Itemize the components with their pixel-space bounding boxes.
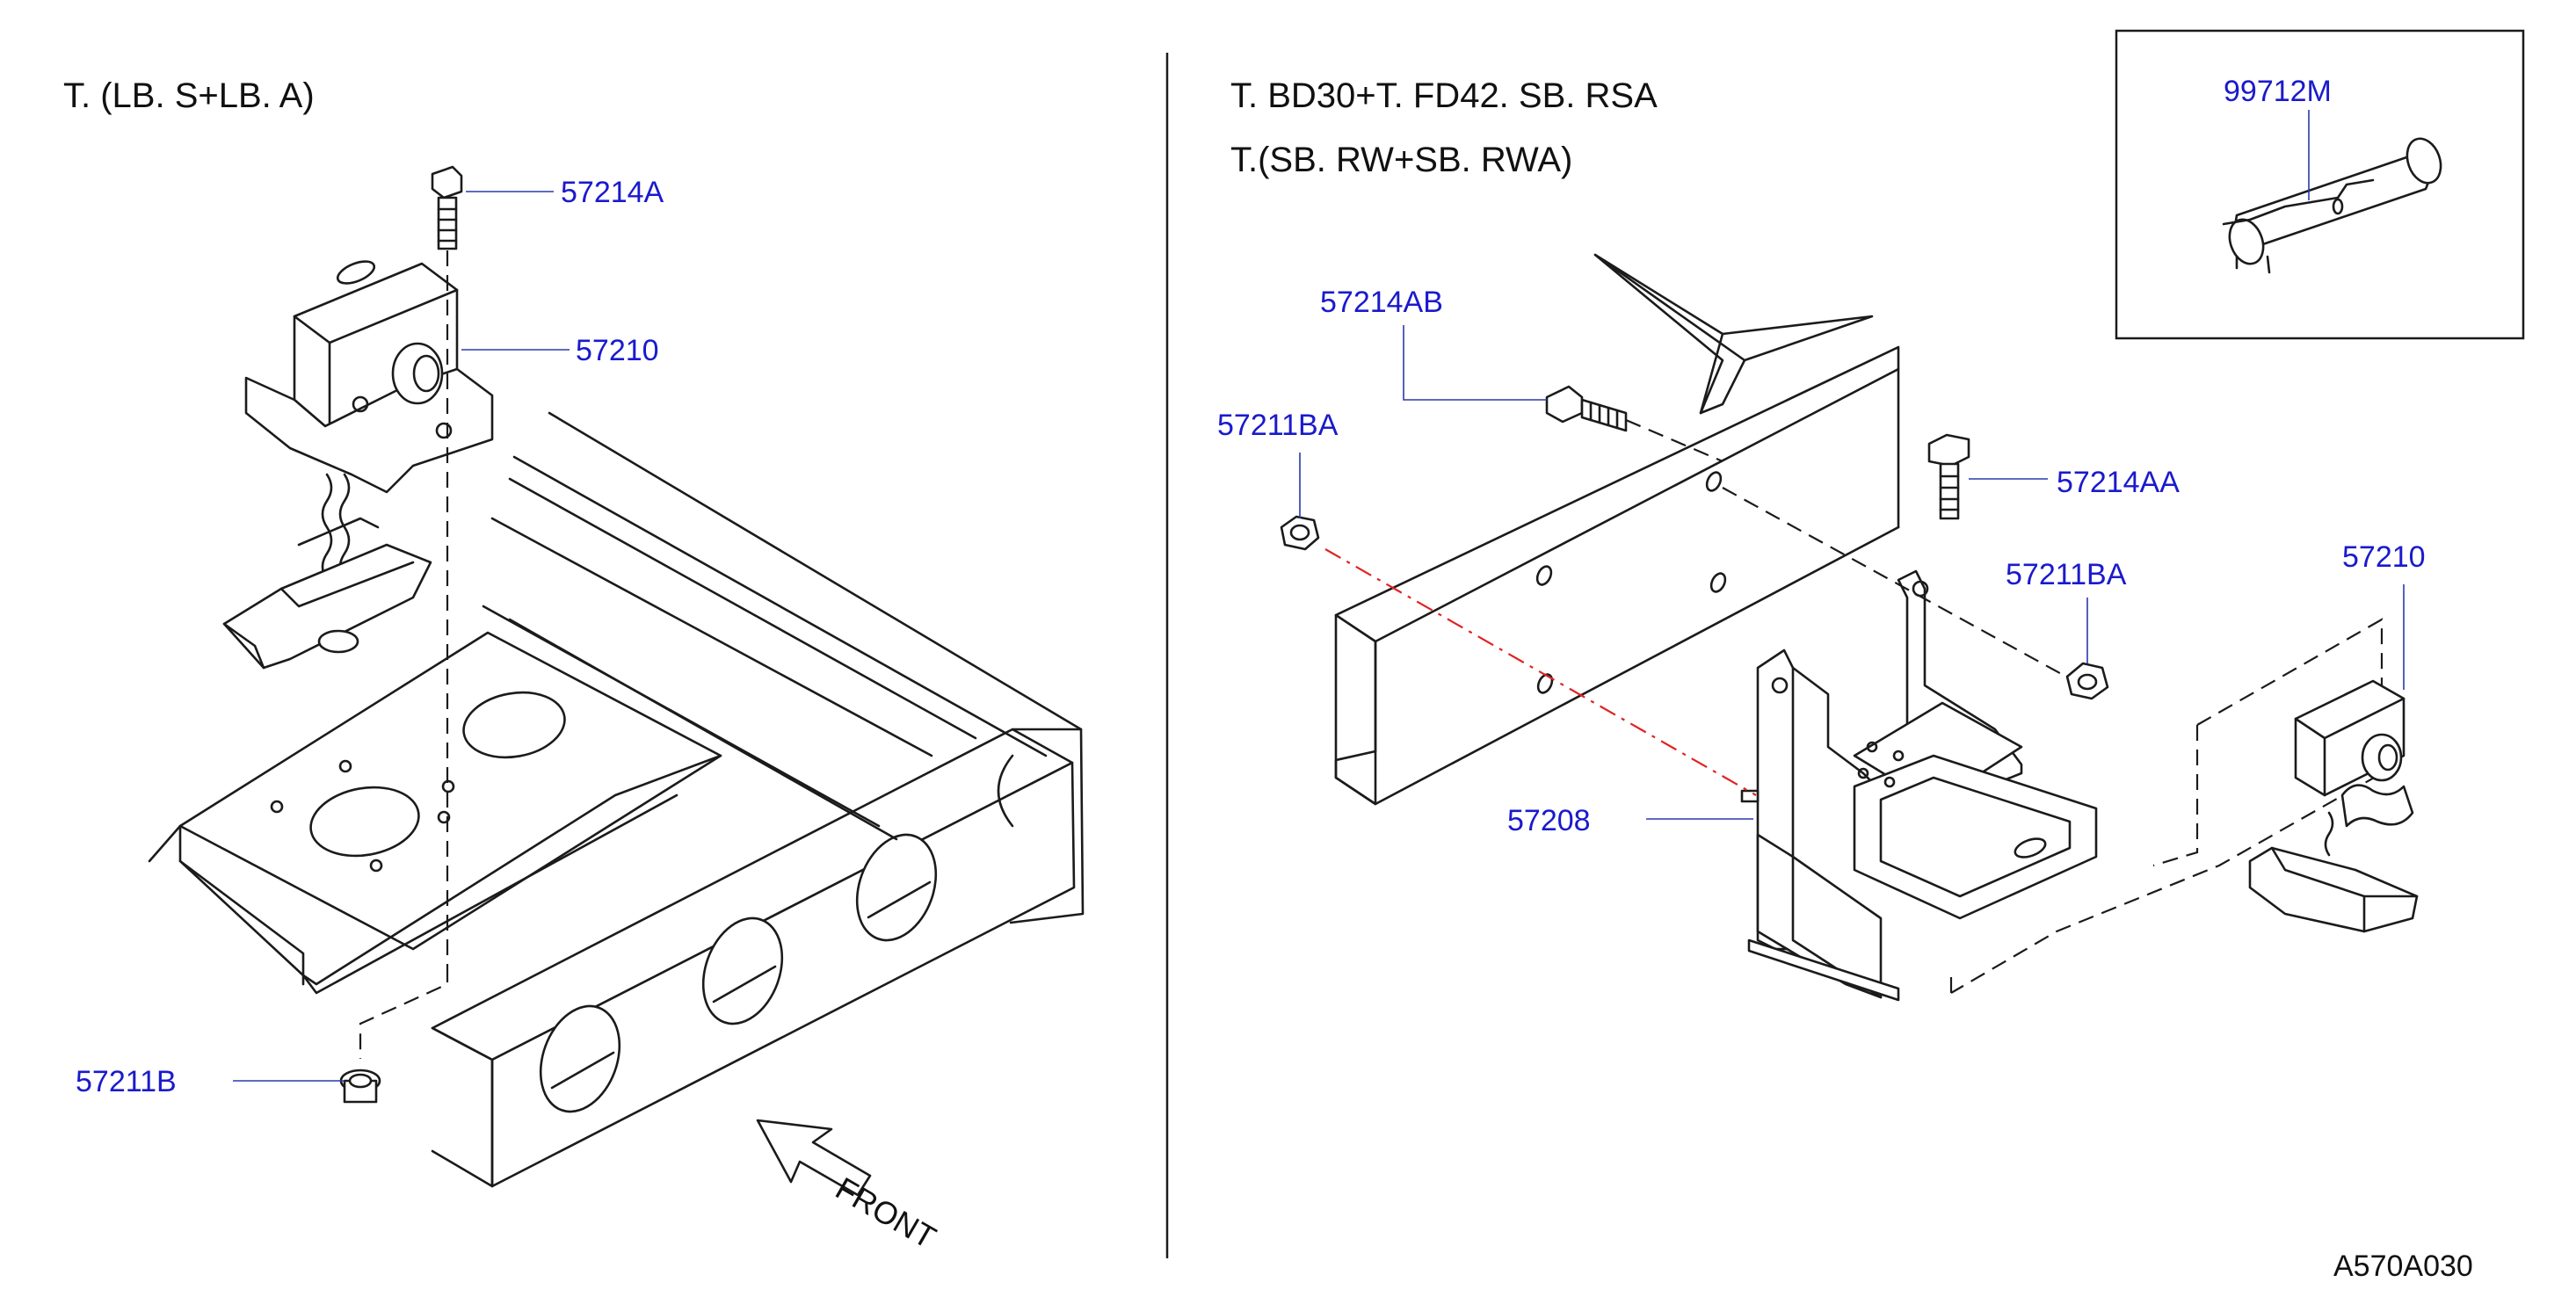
diagram-code: A570A030 bbox=[2333, 1250, 2473, 1283]
callout-57214AB: 57214AB bbox=[1320, 286, 1443, 319]
carrier-path-left bbox=[2152, 725, 2199, 867]
cross-member bbox=[148, 631, 722, 995]
callout-57214A: 57214A bbox=[561, 176, 664, 209]
inset-tool-box: 99712M bbox=[2115, 29, 2525, 340]
frame-long-rails bbox=[482, 411, 1083, 841]
carrier-path-box bbox=[1950, 618, 2384, 994]
nut-path-left bbox=[359, 967, 449, 1059]
callout-57210-left: 57210 bbox=[576, 334, 659, 367]
left-heading: T. (LB. S+LB. A) bbox=[63, 76, 315, 115]
callout-99712M: 99712M bbox=[2224, 75, 2332, 108]
callout-57210-right: 57210 bbox=[2342, 540, 2426, 574]
bolt-57214AA bbox=[1927, 433, 1970, 520]
bolt-57214AB bbox=[1545, 385, 1628, 432]
bolt-57214A bbox=[431, 165, 463, 250]
callout-57208: 57208 bbox=[1507, 804, 1591, 837]
left-assembly: FRONT 57214A 57210 57211B bbox=[76, 165, 1085, 1256]
callout-57211B: 57211B bbox=[76, 1065, 177, 1098]
bolt-path-aa bbox=[1722, 487, 2075, 682]
callout-57214AA: 57214AA bbox=[2057, 466, 2180, 499]
right-assembly: 57214AB 57211BA 57214AA 57211BA 57210 57… bbox=[1217, 253, 2426, 1002]
frame-side-rail bbox=[431, 728, 1085, 1188]
callout-57211BA-right: 57211BA bbox=[2006, 558, 2127, 591]
nut-57211BA-right bbox=[2065, 662, 2109, 700]
frame-rail-right bbox=[1334, 253, 1900, 806]
front-label: FRONT bbox=[830, 1170, 942, 1256]
right-heading-line1: T. BD30+T. FD42. SB. RSA bbox=[1230, 76, 1658, 115]
spare-tire-carrier bbox=[222, 260, 494, 670]
bolt-path-ab bbox=[1625, 418, 1723, 463]
spare-tire-carrier-right bbox=[2248, 679, 2419, 933]
front-arrow-icon bbox=[756, 1119, 872, 1197]
callout-57211BA-left: 57211BA bbox=[1217, 409, 1339, 442]
leader-57214AB bbox=[1403, 325, 1547, 401]
right-heading-line2: T.(SB. RW+SB. RWA) bbox=[1230, 141, 1572, 179]
nut-57211BA-left bbox=[1280, 515, 1320, 551]
nut-57211B bbox=[339, 1069, 381, 1104]
wrench-tool bbox=[2222, 137, 2442, 274]
alignment-centerline bbox=[1324, 548, 1757, 796]
bracket-57208 bbox=[1740, 569, 2098, 1002]
